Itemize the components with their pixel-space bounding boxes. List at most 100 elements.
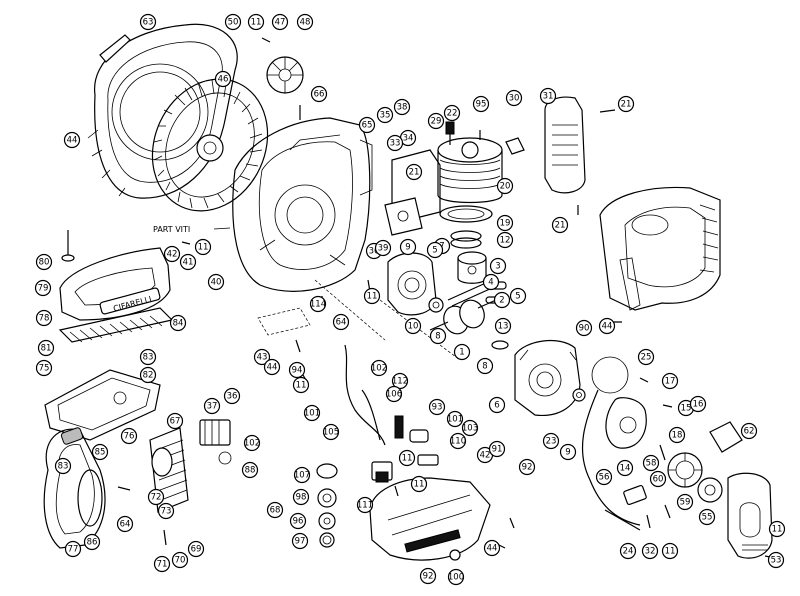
callout-number: 21 [621, 100, 632, 110]
ignition-coil [581, 356, 647, 526]
callout-46: 46 [214, 70, 232, 88]
callout-number: 17 [665, 377, 676, 387]
callout-29: 29 [427, 112, 445, 130]
callout-number: 14 [620, 464, 631, 474]
callout-69: 69 [187, 540, 205, 558]
callout-44: 44 [598, 317, 616, 335]
callout-102: 102 [371, 359, 387, 377]
callout-88: 88 [241, 461, 259, 479]
callout-number: 83 [58, 462, 69, 472]
callout-number: 55 [702, 513, 713, 523]
callout-number: 11 [367, 292, 378, 302]
callout-11: 11 [410, 475, 428, 493]
callout-number: 105 [323, 428, 339, 438]
callout-number: 30 [509, 94, 520, 104]
callout-47: 47 [271, 13, 289, 31]
cylinder-gasket [439, 205, 493, 223]
callout-number: 47 [275, 18, 286, 28]
callout-number: 37 [207, 402, 218, 412]
callout-number: 8 [482, 362, 487, 372]
callout-number: 79 [38, 284, 49, 294]
throttle-111 [371, 461, 393, 483]
callout-number: 86 [87, 538, 98, 548]
callout-11: 11 [398, 449, 416, 467]
callout-30: 30 [505, 89, 523, 107]
callout-number: 94 [292, 366, 303, 376]
callout-number: 44 [67, 136, 78, 146]
filter-plate [149, 427, 189, 513]
callout-number: 24 [623, 547, 634, 557]
callout-number: 31 [543, 92, 554, 102]
callout-number: 66 [314, 90, 325, 100]
callout-number: 92 [522, 463, 533, 473]
callout-44: 44 [263, 358, 281, 376]
callout-number: 20 [500, 182, 511, 192]
callout-70: 70 [171, 551, 189, 569]
air-filter-cover: CIFARELLI [59, 247, 171, 321]
callout-number: 21 [409, 168, 420, 178]
callout-8: 8 [429, 327, 447, 345]
callout-21: 21 [551, 216, 569, 234]
callout-number: 53 [771, 556, 782, 566]
callout-98: 98 [292, 488, 310, 506]
callout-83: 83 [139, 348, 157, 366]
callout-19: 19 [496, 214, 514, 232]
callout-42: 42 [476, 446, 494, 464]
callout-number: 32 [645, 547, 656, 557]
callout-66: 66 [310, 85, 328, 103]
callout-number: 8 [435, 332, 440, 342]
callout-number: 81 [41, 344, 52, 354]
callout-91: 91 [488, 440, 506, 458]
callout-44: 44 [483, 539, 501, 557]
callout-number: 3 [495, 262, 500, 272]
fuel-cap [316, 463, 338, 548]
callout-32: 32 [641, 542, 659, 560]
callout-93: 93 [428, 398, 446, 416]
callout-number: 11 [402, 454, 413, 464]
seal-23 [572, 388, 586, 402]
callout-33: 33 [386, 134, 404, 152]
callout-number: 33 [390, 139, 401, 149]
callout-11: 11 [247, 13, 265, 31]
callout-11: 11 [363, 287, 381, 305]
callout-78: 78 [35, 309, 53, 327]
callout-number: 64 [120, 520, 131, 530]
engine-shroud [599, 186, 721, 311]
blower-housing [232, 117, 373, 292]
callout-5: 5 [426, 241, 444, 259]
callout-21: 21 [405, 163, 423, 181]
callout-5: 5 [509, 287, 527, 305]
fuel-tank [369, 477, 491, 561]
callout-number: 103 [462, 424, 478, 434]
callout-9: 9 [399, 238, 417, 256]
callout-number: 10 [408, 322, 419, 332]
cylinder [437, 137, 503, 204]
spark-plug [445, 121, 455, 145]
callout-71: 71 [153, 555, 171, 573]
callout-25: 25 [637, 348, 655, 366]
gasket-33-34 [384, 149, 441, 236]
callout-number: 44 [267, 363, 278, 373]
callout-84: 84 [169, 314, 187, 332]
crankshaft [429, 281, 509, 350]
callout-number: 82 [143, 371, 154, 381]
callout-59: 59 [676, 493, 694, 511]
callout-number: 36 [369, 247, 380, 257]
callout-number: 95 [476, 100, 487, 110]
callout-55: 55 [698, 508, 716, 526]
callout-11: 11 [292, 376, 310, 394]
callout-24: 24 [619, 542, 637, 560]
callout-number: 11 [296, 381, 307, 391]
callout-number: 18 [672, 431, 683, 441]
callout-number: 5 [432, 246, 437, 256]
callout-77: 77 [64, 540, 82, 558]
callout-37: 37 [203, 397, 221, 415]
callout-14: 14 [616, 459, 634, 477]
callout-number: 44 [602, 322, 613, 332]
callout-number: 77 [68, 545, 79, 555]
callout-number: 58 [646, 459, 657, 469]
callout-65: 65 [358, 116, 376, 134]
callout-number: 111 [357, 501, 373, 511]
stop-switch [604, 484, 647, 531]
